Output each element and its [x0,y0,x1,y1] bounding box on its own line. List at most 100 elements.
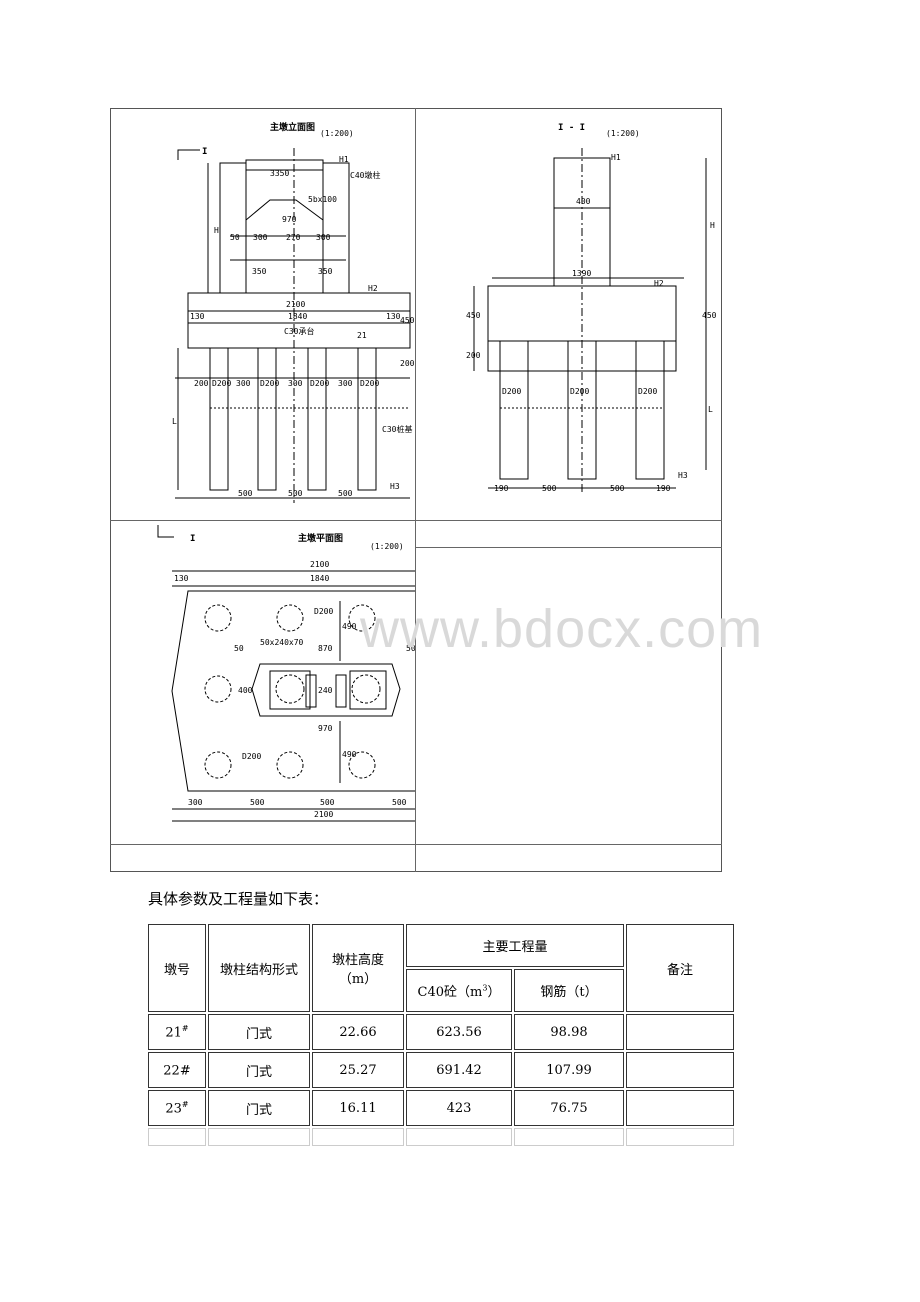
elevation-d500a: 500 [238,489,253,498]
row2-rebar: 107.99 [514,1052,624,1088]
row3-remark [626,1090,734,1126]
header-height-unit: （m） [338,972,378,987]
row2-type: 门式 [208,1052,310,1088]
section-h3: H3 [678,471,688,480]
plan-top2100: 2100 [310,560,329,569]
header-concrete-close: ） [487,985,501,1000]
elevation-d970: 970 [282,215,297,224]
empty-cell [626,1128,734,1146]
row3-no: 23# [148,1090,206,1126]
plan-d970: 970 [318,724,333,733]
elevation-d300b: 300 [316,233,331,242]
elevation-d350b: 350 [252,267,267,276]
section-d200-2: D200 [570,387,589,396]
elevation-c30-cap: C30承台 [284,326,314,336]
frame-divider-vertical [415,108,416,872]
section-d190b: 190 [656,484,671,493]
elevation-d130b: 130 [386,312,401,321]
elevation-title: 主墩立面图 [270,121,315,133]
row3-no-sup: # [181,1099,189,1109]
row1-remark [626,1014,734,1050]
section-l: L [708,405,713,414]
row2-no-text: 22# [163,1063,191,1079]
parameters-table: 墩号 墩柱结构形式 墩柱高度 （m） 主要工程量 备注 C40砼（m3） 钢筋（… [146,922,736,1148]
elevation-scale: (1:200) [320,129,354,138]
header-height: 墩柱高度 （m） [312,924,404,1012]
plan-d490a: 490 [342,622,357,631]
row1-no-sup: # [181,1023,189,1033]
elevation-l: L [172,417,177,426]
table-row: 21# 门式 22.66 623.56 98.98 [148,1014,734,1050]
plan-d300: 300 [188,798,203,807]
row2-no: 22# [148,1052,206,1088]
plan-d870: 870 [318,644,333,653]
drawing-frame [110,108,722,872]
elevation-d1840: 1840 [288,312,307,321]
frame-divider-top [110,520,722,521]
plan-d50b: 50 [406,644,415,653]
row1-type: 门式 [208,1014,310,1050]
row2-concrete: 691.42 [406,1052,512,1088]
elevation-d350a: 3350 [270,169,289,178]
table-row: 22# 门式 25.27 691.42 107.99 [148,1052,734,1088]
section-title: I - I [558,123,585,133]
row3-concrete: 423 [406,1090,512,1126]
elevation-h2: H2 [368,284,378,293]
elevation-d130a: 130 [190,312,205,321]
header-concrete-label: C40砼（m [417,985,483,1000]
plan-d500c: 500 [392,798,407,807]
empty-cell [148,1128,206,1146]
section-h2: H2 [654,279,664,288]
elevation-seg: 5bx100 [308,195,337,204]
intro-text: 具体参数及工程量如下表： [148,890,329,908]
plan-d400: 400 [238,686,253,695]
header-quantities: 主要工程量 [406,924,624,967]
frame-divider-bottom [110,844,722,845]
elevation-h3: H3 [390,482,400,491]
header-rebar: 钢筋（t） [514,969,624,1012]
elevation-c30-pile: C30桩基 [382,424,412,434]
section-h: H [710,221,715,230]
plan-scale: (1:200) [370,542,404,551]
plan-d490b: 490 [342,750,357,759]
section-d400: 400 [576,197,591,206]
elevation-c40: C40墩柱 [350,170,380,180]
row1-height: 22.66 [312,1014,404,1050]
empty-cell [514,1128,624,1146]
section-drawing: I - I (1:200) H1 400 H 1390 H2 450 450 2… [466,123,717,493]
row1-no-text: 21 [165,1025,182,1041]
empty-cell [312,1128,404,1146]
plan-title: 主墩平面图 [298,532,343,544]
elevation-section-mark: I [202,147,207,157]
elevation-d500c: 500 [338,489,353,498]
header-height-label: 墩柱高度 [331,953,384,968]
header-pier-no: 墩号 [148,924,206,1012]
elevation-d200: 200 [194,379,209,388]
row2-height: 25.27 [312,1052,404,1088]
plan-bot2100: 2100 [314,810,333,819]
plan-section-mark: I [190,534,195,544]
section-scale: (1:200) [606,129,640,138]
row3-no-text: 23 [165,1101,182,1117]
elevation-d200-3: D200 [310,379,329,388]
section-h1: H1 [611,153,621,162]
row3-type: 门式 [208,1090,310,1126]
elevation-d50: 50 [230,233,240,242]
empty-cell [406,1128,512,1146]
elevation-n21: 21 [357,331,367,340]
row1-rebar: 98.98 [514,1014,624,1050]
plan-d240: 240 [318,686,333,695]
row1-no: 21# [148,1014,206,1050]
plan-d50a: 50 [234,644,244,653]
elevation-d450: 450 [400,316,415,325]
header-concrete: C40砼（m3） [406,969,512,1012]
section-d450b: 450 [702,311,717,320]
elevation-d300c: 300 [236,379,251,388]
plan-seg: 50x240x70 [260,638,304,647]
row3-rebar: 76.75 [514,1090,624,1126]
header-structure: 墩柱结构形式 [208,924,310,1012]
elevation-d300a: 300 [253,233,268,242]
section-d450a: 450 [466,311,481,320]
table-row-empty [148,1128,734,1146]
elevation-h: H [214,226,219,235]
